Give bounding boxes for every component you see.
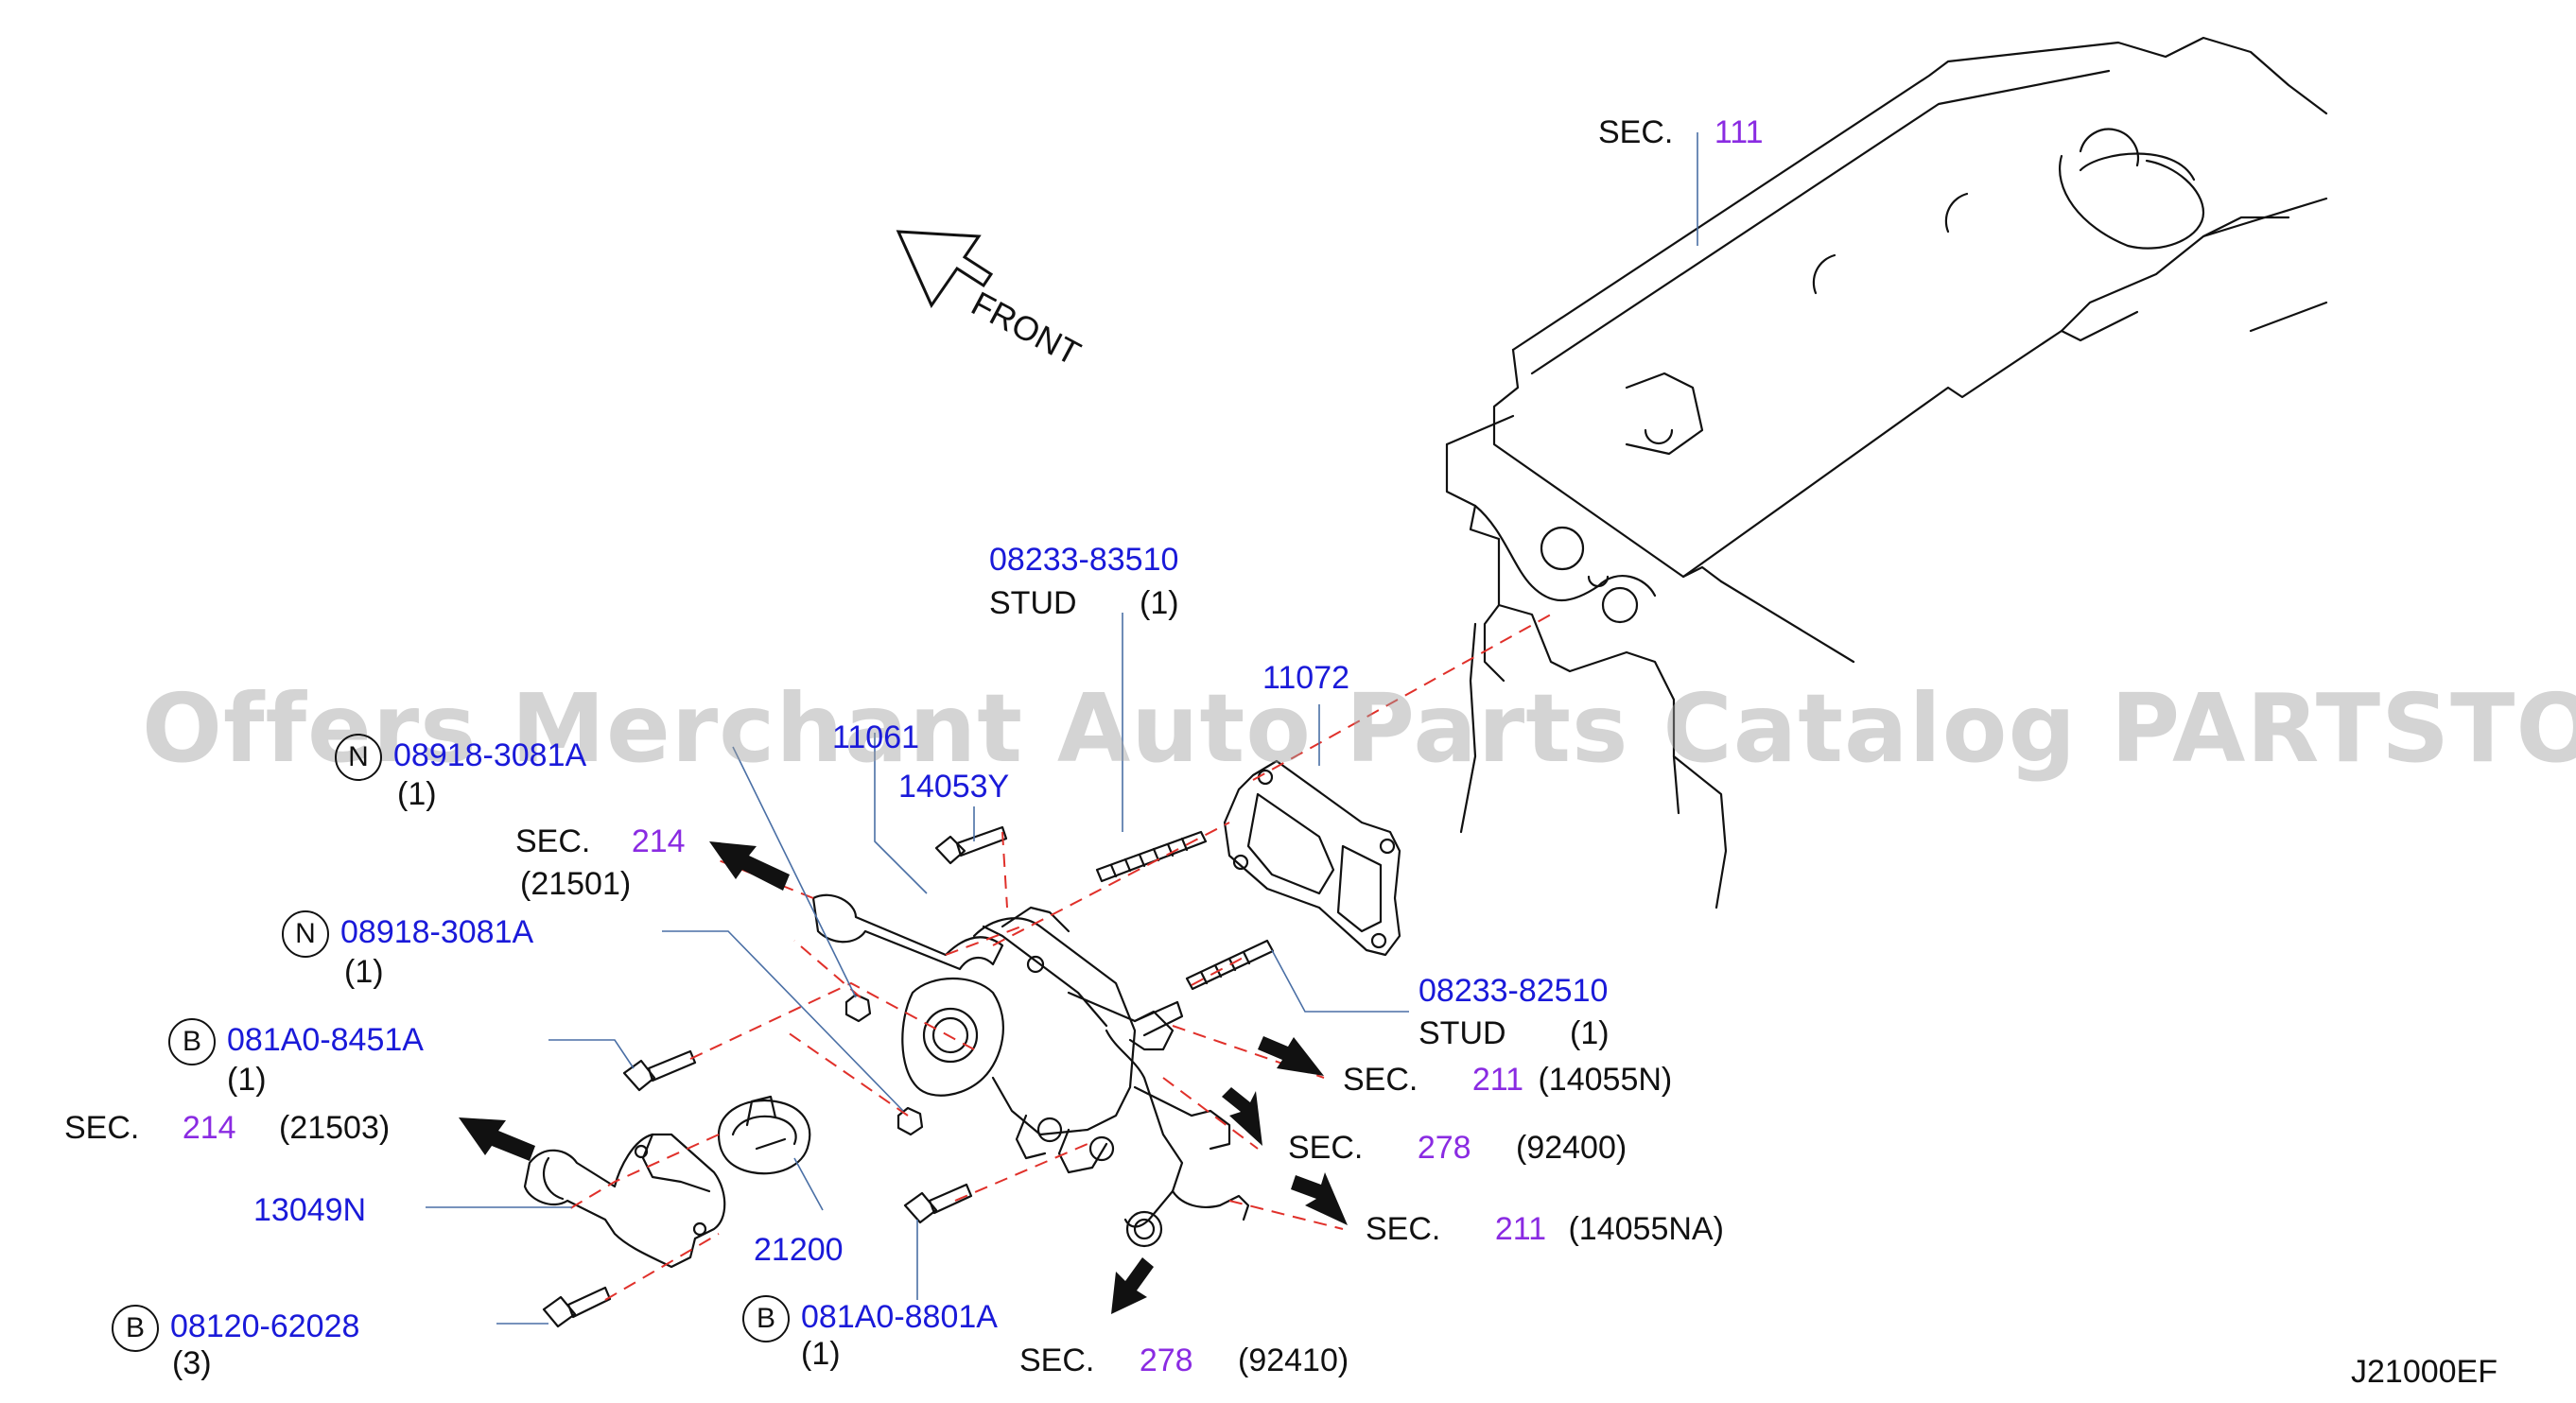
sec-prefix: SEC. (1019, 1342, 1095, 1378)
bolt-14053y-drawing (934, 825, 1008, 865)
nut-callout-top[interactable]: N 08918-3081A (335, 734, 586, 781)
nut-part-number: 08918-3081A (393, 736, 587, 773)
stud-part-number[interactable]: 08233-83510 (989, 542, 1179, 578)
stud-quantity: (1) (1570, 1015, 1610, 1051)
bolt-callout-8451a[interactable]: B 081A0-8451A (168, 1018, 424, 1065)
stud-quantity: (1) (1140, 585, 1179, 621)
sec-number: 211 (1471, 1062, 1524, 1098)
bolt-callout-62028[interactable]: B 08120-62028 (112, 1305, 359, 1352)
b-badge: B (168, 1018, 216, 1065)
bolt-callout-8801a[interactable]: B 081A0-8801A (742, 1295, 998, 1342)
watermark: Offers Merchant Auto Parts Catalog PARTS… (142, 673, 2576, 784)
water-outlet-housing-drawing (811, 893, 1250, 1248)
n-badge: N (335, 734, 382, 781)
diagram-code: J21000EF (2351, 1354, 2498, 1390)
stud-08233-83510-drawing (1095, 830, 1208, 883)
sec-prefix: SEC. (1598, 114, 1674, 150)
bolt-part-number: 081A0-8451A (227, 1021, 424, 1058)
sec-prefix: SEC. (515, 823, 591, 859)
bolt-08120-62028-drawing (542, 1286, 612, 1328)
sec-number: 214 (631, 823, 686, 859)
nut-quantity: (1) (344, 954, 384, 990)
bolt-081a0-8451a-drawing (622, 1049, 697, 1092)
sec-number: 214 (182, 1110, 236, 1146)
bolt-quantity: (1) (801, 1336, 841, 1372)
nut-callout-lower[interactable]: N 08918-3081A (282, 910, 533, 958)
bolt-part-number: 08120-62028 (170, 1308, 360, 1344)
stud-description: STUD (989, 585, 1077, 621)
sec-214-lower-callout[interactable]: SEC. 214 (21503) (64, 1109, 390, 1147)
sec-214-upper-callout[interactable]: SEC. 214 (515, 823, 686, 860)
thermostat-part-number[interactable]: 21200 (754, 1232, 844, 1268)
engine-head-drawing (1445, 36, 2328, 909)
stud-description: STUD (1419, 1015, 1506, 1051)
sec-ref: (21503) (279, 1110, 391, 1146)
sec-211-lower-callout[interactable]: SEC. 211 (14055NA) (1366, 1210, 1724, 1248)
sec-prefix: SEC. (64, 1110, 140, 1146)
sec-number: 111 (1714, 114, 1764, 150)
stud-part-number[interactable]: 08233-82510 (1419, 973, 1609, 1009)
nut-part-number: 08918-3081A (340, 913, 534, 950)
sec-ref: (92400) (1516, 1130, 1627, 1166)
front-arrow-icon (896, 230, 994, 309)
sec-prefix: SEC. (1288, 1130, 1364, 1166)
sec-ref: (14055NA) (1568, 1211, 1724, 1247)
gasket-part-number[interactable]: 11072 (1262, 660, 1350, 696)
sec-214-upper-ref: (21501) (520, 866, 632, 902)
bolt-quantity: (3) (172, 1345, 212, 1381)
sec-278-lower-callout[interactable]: SEC. 278 (92410) (1019, 1342, 1349, 1379)
sec-ref: (14055N) (1538, 1062, 1673, 1098)
sec-111-callout[interactable]: SEC. 111 (1598, 113, 1764, 151)
sec-number: 211 (1494, 1211, 1547, 1247)
sec-ref: (92410) (1238, 1342, 1349, 1378)
direction-arrows (459, 841, 1348, 1314)
water-inlet-drawing (523, 1133, 726, 1269)
bolt-081a0-8801a-drawing (903, 1183, 973, 1224)
housing-part-number[interactable]: 11061 (832, 719, 920, 755)
b-badge: B (112, 1305, 159, 1352)
sec-211-upper-callout[interactable]: SEC. 211 (14055N) (1343, 1061, 1672, 1099)
b-badge: B (742, 1295, 790, 1342)
n-badge: N (282, 910, 329, 958)
sec-prefix: SEC. (1366, 1211, 1441, 1247)
bolt-14053y-part-number[interactable]: 14053Y (898, 769, 1010, 805)
leader-lines (426, 132, 1698, 1325)
sec-number: 278 (1417, 1130, 1471, 1166)
bolt-quantity: (1) (227, 1062, 267, 1098)
gasket-11072-drawing (1223, 759, 1401, 957)
sec-278-upper-callout[interactable]: SEC. 278 (92400) (1288, 1129, 1627, 1167)
sec-prefix: SEC. (1343, 1062, 1419, 1098)
water-inlet-part-number[interactable]: 13049N (253, 1192, 367, 1228)
nut-quantity: (1) (397, 776, 437, 812)
thermostat-drawing (717, 1095, 811, 1175)
bolt-part-number: 081A0-8801A (801, 1298, 998, 1335)
sec-number: 278 (1139, 1342, 1193, 1378)
